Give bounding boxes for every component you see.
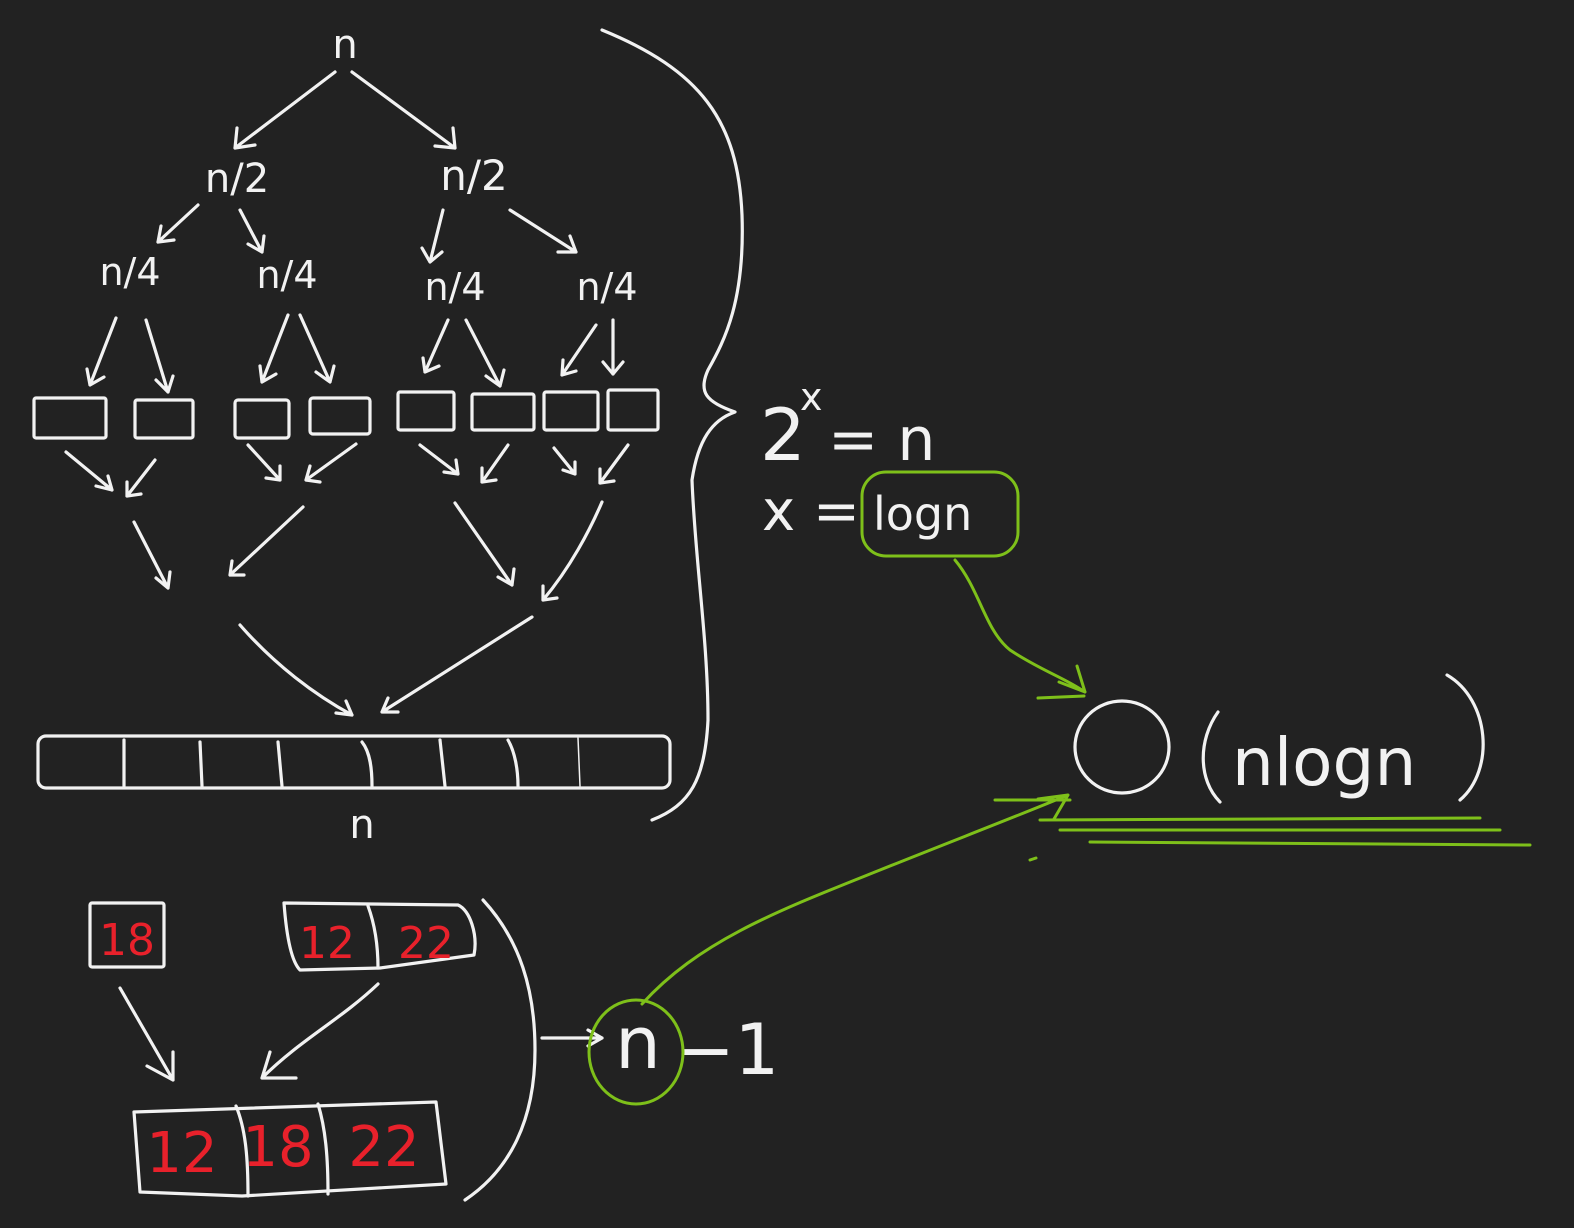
equation-x-lhs: x = xyxy=(762,479,860,544)
merged-array-size-label: n xyxy=(349,802,374,848)
equation-exponent: x xyxy=(800,375,823,419)
split-arrows-level3 xyxy=(85,313,625,394)
result-value-1: 12 xyxy=(146,1121,217,1186)
tree-root-label: n xyxy=(332,22,357,68)
tree-level2-label-3: n/4 xyxy=(424,265,485,309)
result-value-2: 18 xyxy=(242,1115,313,1180)
paren-open xyxy=(1201,710,1222,804)
complexity-underline xyxy=(993,798,1532,847)
equation-log: logn xyxy=(873,487,972,541)
comparison-n: n xyxy=(615,1001,661,1085)
tree-level2-label-4: n/4 xyxy=(576,265,637,309)
merge-example: 18 12 22 12 18 22 xyxy=(88,901,477,1198)
leaf-box xyxy=(308,396,372,436)
n-highlight-circle xyxy=(587,998,685,1106)
complexity-inner: nlogn xyxy=(1232,724,1416,801)
leaf-box xyxy=(606,388,660,432)
equation-base: 2 xyxy=(760,393,806,477)
big-o-letter xyxy=(1073,699,1171,795)
split-arrows-level1 xyxy=(233,70,457,150)
merge-arrows xyxy=(64,442,630,717)
leaf-boxes xyxy=(32,388,660,440)
array-outline xyxy=(36,734,672,790)
leaf-box xyxy=(396,390,456,432)
depth-brace xyxy=(600,28,744,822)
merged-array xyxy=(36,734,672,790)
log-to-complexity-arrow xyxy=(953,558,1087,694)
right-value-1: 12 xyxy=(299,918,355,969)
arrowhead-mark xyxy=(1036,694,1086,700)
leaf-box xyxy=(542,390,600,432)
leaf-box xyxy=(32,396,108,440)
left-cell xyxy=(88,901,166,969)
tree-level2-label-2: n/4 xyxy=(256,253,317,297)
merge-example-arrows xyxy=(118,982,380,1082)
paren-close xyxy=(1445,673,1485,802)
split-tree: n n/2 n/2 n/4 n/4 n/4 n/4 xyxy=(32,22,660,440)
left-value: 18 xyxy=(99,915,155,966)
split-arrows-level2 xyxy=(156,203,578,264)
n-to-complexity-arrow xyxy=(640,793,1070,1006)
right-pair-outline xyxy=(282,901,477,972)
tree-level2-label-1: n/4 xyxy=(99,250,160,294)
leaf-box xyxy=(233,398,291,440)
result-array-outline xyxy=(132,1100,448,1198)
equation-rhs: = n xyxy=(828,405,935,475)
merge-example-brace xyxy=(463,898,537,1202)
tree-level1-label-left: n/2 xyxy=(205,156,269,202)
leaf-box xyxy=(133,398,195,440)
result-value-3: 22 xyxy=(348,1115,419,1180)
comparison-minus-one: −1 xyxy=(676,1009,779,1091)
big-o-text: O xyxy=(1122,759,1124,761)
leaf-box xyxy=(470,392,536,432)
log-highlight-box xyxy=(860,470,1020,558)
tree-level1-label-right: n/2 xyxy=(440,151,508,200)
complexity-result: O (nlogn) nlogn xyxy=(1073,673,1485,804)
right-value-2: 22 xyxy=(398,918,454,969)
depth-equation: 2 x = n x = logn xyxy=(760,375,972,544)
